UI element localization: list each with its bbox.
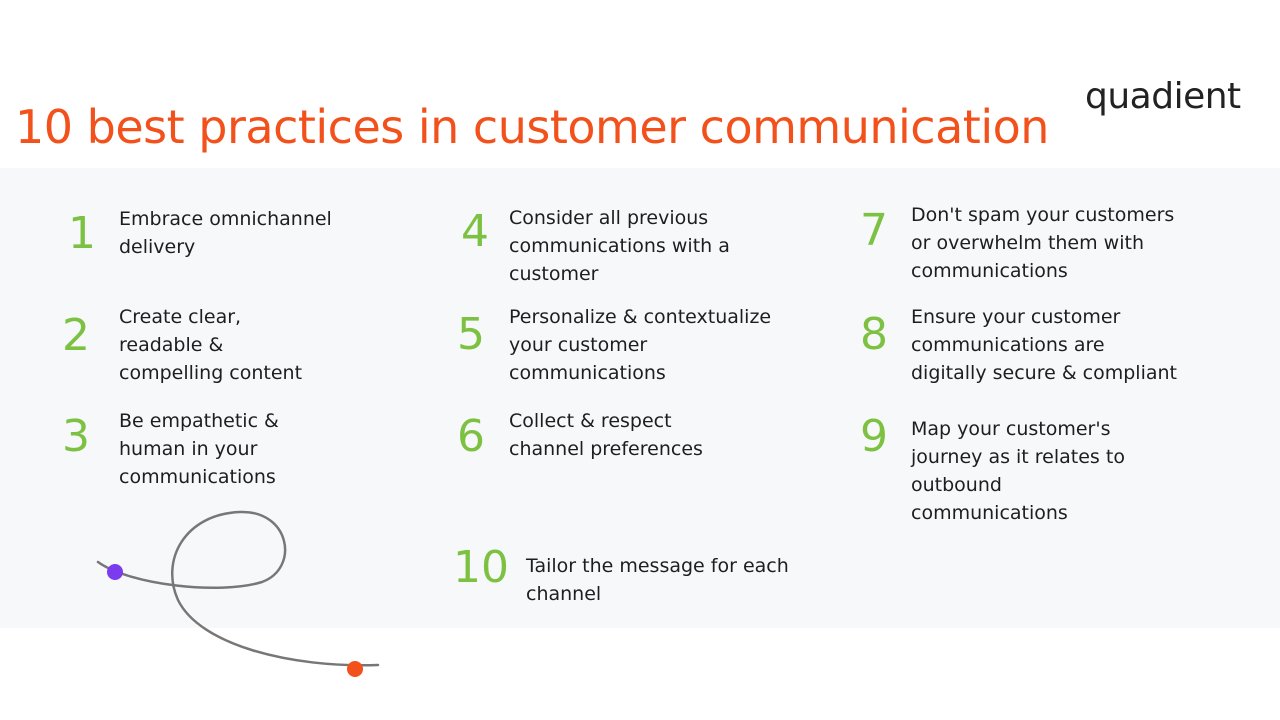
practice-line: outbound: [911, 474, 1002, 496]
practice-text: Tailor the message for each channel: [526, 552, 789, 608]
practice-number: 6: [457, 411, 485, 462]
practice-text: Personalize & contextualize your custome…: [509, 303, 771, 387]
practice-line: communications with a: [509, 235, 730, 257]
practice-line: Consider all previous: [509, 207, 709, 229]
practice-line: Don't spam your customers: [911, 204, 1175, 226]
practice-line: Create clear,: [119, 306, 242, 328]
logo-text-left: quadi: [1085, 76, 1184, 117]
practice-line: customer: [509, 263, 599, 285]
practice-text: Create clear, readable & compelling cont…: [119, 303, 302, 387]
practice-text: Map your customer's journey as it relate…: [911, 415, 1125, 527]
practice-number: 5: [457, 309, 485, 360]
purple-dot: [107, 564, 123, 580]
practice-line: communications: [911, 502, 1068, 524]
orange-dot: [347, 661, 363, 677]
practice-number: 4: [461, 206, 489, 257]
practice-line: communications: [509, 362, 666, 384]
practice-text: Ensure your customer communications are …: [911, 303, 1177, 387]
practice-line: Map your customer's: [911, 418, 1111, 440]
practice-number: 1: [68, 208, 96, 259]
practice-number: 2: [62, 310, 90, 361]
practice-text: Be empathetic & human in your communicat…: [119, 407, 279, 491]
logo-text-right: ent: [1183, 76, 1241, 117]
practice-line: human in your: [119, 438, 258, 460]
practice-line: your customer: [509, 334, 648, 356]
practice-text: Collect & respect channel preferences: [509, 407, 703, 463]
practice-line: Tailor the message for each: [526, 555, 789, 577]
practice-line: journey as it relates to: [911, 446, 1125, 468]
practice-line: digitally secure & compliant: [911, 362, 1177, 384]
practice-line: Collect & respect: [509, 410, 672, 432]
practice-line: Be empathetic &: [119, 410, 279, 432]
practice-number: 10: [453, 542, 509, 593]
journey-curve-line: [96, 510, 380, 667]
practice-line: delivery: [119, 236, 196, 258]
practice-line: or overwhelm them with: [911, 232, 1144, 254]
practice-line: communications are: [911, 334, 1105, 356]
practice-line: communications: [119, 466, 276, 488]
practice-line: channel preferences: [509, 438, 703, 460]
practice-line: readable &: [119, 334, 224, 356]
practice-line: Embrace omnichannel: [119, 208, 332, 230]
practice-line: Personalize & contextualize: [509, 306, 772, 328]
practice-text: Embrace omnichannel delivery: [119, 205, 332, 261]
page-title: 10 best practices in customer communicat…: [15, 100, 1049, 154]
practice-line: compelling content: [119, 362, 303, 384]
practice-line: Ensure your customer: [911, 306, 1121, 328]
quadient-logo: quadient: [1085, 76, 1241, 117]
practice-number: 3: [62, 411, 90, 462]
content-background: [0, 168, 1280, 628]
practice-text: Don't spam your customers or overwhelm t…: [911, 201, 1174, 285]
practice-number: 8: [860, 309, 888, 360]
practice-number: 7: [860, 205, 888, 256]
practice-line: communications: [911, 260, 1068, 282]
practice-number: 9: [860, 411, 888, 462]
practice-line: channel: [526, 583, 602, 605]
practice-text: Consider all previous communications wit…: [509, 204, 730, 288]
